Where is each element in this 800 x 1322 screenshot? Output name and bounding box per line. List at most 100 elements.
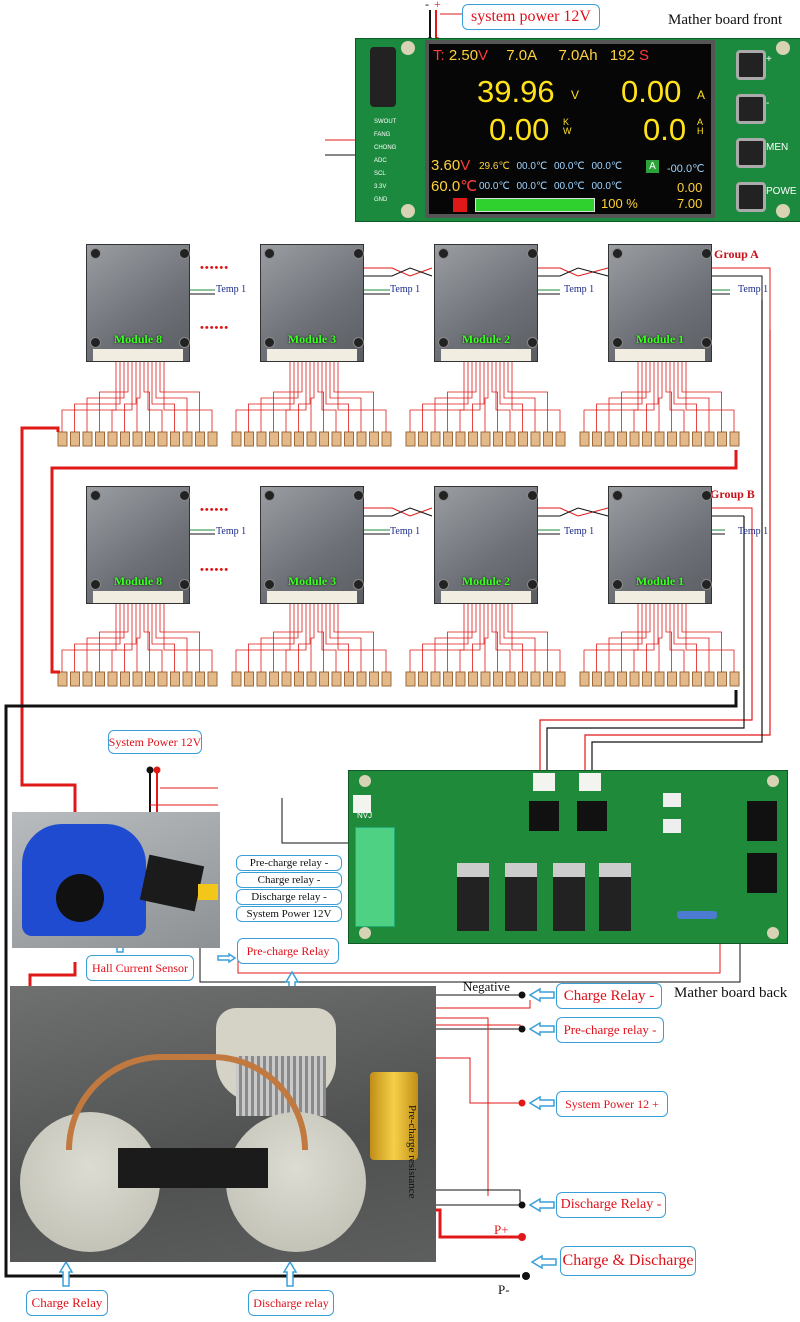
balance-wire bbox=[329, 362, 362, 432]
precharge-resistance-label: Pre-charge resistance bbox=[406, 1105, 418, 1199]
balance-terminal bbox=[704, 671, 715, 687]
lcd-temps-row1: 29.6℃ 00.0℃ 00.0℃ 00.0℃ bbox=[479, 161, 622, 172]
balance-terminal bbox=[95, 431, 105, 447]
balance-terminal bbox=[692, 671, 702, 687]
balance-terminal bbox=[430, 671, 441, 687]
balance-terminal bbox=[530, 431, 541, 447]
lcd-volt-unit: V bbox=[571, 88, 580, 102]
balance-wire bbox=[111, 362, 133, 432]
module-screw bbox=[701, 248, 712, 259]
balance-wire bbox=[669, 362, 685, 432]
balance-wire bbox=[507, 362, 548, 432]
balance-terminal bbox=[269, 671, 279, 687]
side-button-0[interactable] bbox=[736, 50, 766, 80]
lcd-value-1: 0.00 bbox=[677, 180, 703, 195]
balance-terminal bbox=[256, 431, 267, 447]
module-sticker bbox=[93, 349, 183, 361]
relay-board-label-3: System Power 12V bbox=[236, 906, 342, 922]
side-button-3[interactable] bbox=[736, 182, 766, 212]
module-screw bbox=[179, 248, 190, 259]
balance-wire bbox=[155, 604, 188, 672]
balance-wire bbox=[409, 604, 465, 672]
lcd-voltage-small-unit: V bbox=[478, 47, 489, 64]
balance-wire bbox=[333, 604, 374, 672]
balance-terminal bbox=[405, 431, 416, 447]
module-sticker bbox=[441, 349, 531, 361]
module-screw bbox=[527, 490, 538, 501]
nvj-label: NVJ bbox=[357, 811, 373, 820]
balance-wire bbox=[511, 362, 561, 432]
balance-terminal bbox=[132, 431, 143, 447]
balance-terminal bbox=[269, 431, 279, 447]
top-minus: - bbox=[425, 0, 429, 11]
lcd-kw-unit: KW bbox=[563, 117, 572, 136]
relay-photo bbox=[10, 986, 436, 1262]
system-power-12-plus-label: System Power 12 + bbox=[556, 1091, 668, 1117]
balance-wire bbox=[673, 362, 697, 432]
board-pin-label: 3.3V bbox=[374, 184, 387, 190]
balance-terminal bbox=[294, 671, 304, 687]
balance-terminal bbox=[455, 671, 466, 687]
side-button-1[interactable] bbox=[736, 94, 766, 124]
lcd-temp-5: -00.0℃ bbox=[667, 163, 705, 175]
charge-relay-label: Charge Relay bbox=[26, 1290, 108, 1316]
balance-wire bbox=[74, 604, 121, 672]
balance-wire bbox=[484, 362, 489, 432]
balance-wire bbox=[86, 362, 125, 432]
continuation-dots: •••••• bbox=[200, 564, 230, 576]
lcd-volt-value: 39.96 bbox=[477, 74, 555, 109]
lcd-temp-4: 00.0℃ bbox=[591, 161, 623, 172]
balance-wire bbox=[317, 604, 324, 672]
balance-terminal bbox=[493, 671, 503, 687]
module-a-1: Module 3 bbox=[260, 244, 364, 362]
balance-terminal bbox=[145, 431, 155, 447]
balance-terminal bbox=[455, 431, 466, 447]
balance-terminal bbox=[518, 671, 528, 687]
top-plus: + bbox=[434, 0, 441, 11]
module-screw bbox=[527, 337, 538, 348]
lcd-temp-9: 00.0℃ bbox=[591, 181, 623, 192]
negative-label: Negative bbox=[463, 979, 510, 994]
lcd-temps-row2: 00.0℃ 00.0℃ 00.0℃ 00.0℃ bbox=[479, 181, 622, 192]
relay-board-label-0: Pre-charge relay - bbox=[236, 855, 342, 871]
balance-wire bbox=[459, 604, 481, 672]
balance-terminal bbox=[344, 671, 354, 687]
balance-terminal bbox=[82, 431, 93, 447]
side-button-2[interactable] bbox=[736, 138, 766, 168]
balance-wire bbox=[511, 604, 561, 672]
balance-wire bbox=[321, 604, 337, 672]
balance-wire bbox=[143, 604, 150, 672]
balance-wire bbox=[665, 604, 672, 672]
balance-wire bbox=[260, 362, 299, 432]
side-button-label: POWE bbox=[766, 186, 797, 197]
screw-hole bbox=[767, 927, 779, 939]
balance-terminal bbox=[543, 671, 553, 687]
lcd-ah-value: 0.0 bbox=[643, 112, 687, 147]
lcd-kw-value: 0.00 bbox=[489, 112, 550, 147]
balance-wire bbox=[646, 362, 659, 432]
lcd-cell-voltage-unit: V bbox=[460, 157, 471, 174]
balance-terminal bbox=[717, 671, 727, 687]
balance-terminal bbox=[369, 671, 379, 687]
module-name: Module 1 bbox=[635, 332, 685, 346]
balance-wire bbox=[677, 604, 710, 672]
lcd-row4: 60.0℃ bbox=[431, 177, 477, 195]
balance-terminal bbox=[418, 671, 428, 687]
discharge-relay-label: Discharge relay bbox=[248, 1290, 334, 1316]
mosfet-3 bbox=[553, 863, 585, 931]
balance-terminal bbox=[182, 431, 193, 447]
balance-wire bbox=[163, 362, 213, 432]
board-pin-label: SWOUT bbox=[374, 119, 397, 125]
balance-wire bbox=[503, 362, 536, 432]
balance-terminal bbox=[107, 671, 118, 687]
module-screw bbox=[264, 579, 275, 590]
sensor-module bbox=[139, 854, 205, 912]
balance-terminal bbox=[369, 431, 379, 447]
balance-terminal bbox=[356, 671, 367, 687]
module-screw bbox=[90, 337, 101, 348]
precharge-resistor bbox=[370, 1072, 418, 1160]
lcd-capacity: 7.0Ah bbox=[558, 47, 598, 64]
balance-wire bbox=[596, 362, 643, 432]
hall-sensor-label: Hall Current Sensor bbox=[86, 955, 194, 981]
lcd-temp-3: 00.0℃ bbox=[553, 161, 585, 172]
